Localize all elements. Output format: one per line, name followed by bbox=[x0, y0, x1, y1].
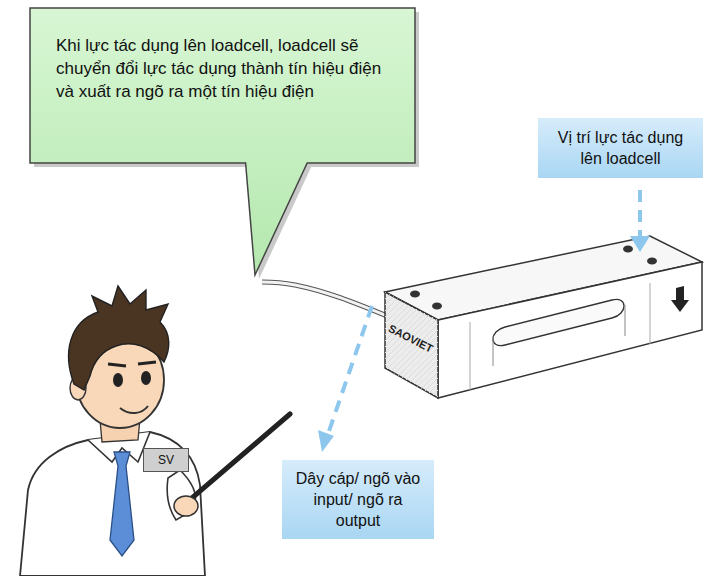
leader-line bbox=[328, 306, 372, 434]
name-badge: SV bbox=[143, 448, 189, 472]
node-text: Khi lực tác dụng lên loadcell, loadcell … bbox=[56, 34, 389, 103]
groove bbox=[650, 283, 651, 344]
leader-line bbox=[638, 190, 642, 236]
loadcell-slot bbox=[493, 299, 624, 345]
slot-edge bbox=[625, 305, 626, 336]
mount-hole bbox=[647, 258, 657, 265]
mount-hole bbox=[432, 303, 442, 310]
hand bbox=[174, 496, 198, 516]
loadcell-end bbox=[385, 292, 438, 398]
node-text: Dây cáp/ ngõ vào input/ ngõ ra output bbox=[290, 468, 426, 531]
mount-hole bbox=[623, 246, 633, 253]
leader-arrowhead bbox=[630, 236, 650, 252]
eye bbox=[141, 371, 151, 385]
loadcell-shade bbox=[385, 292, 438, 398]
eyebrow bbox=[108, 364, 126, 366]
groove bbox=[470, 322, 471, 390]
node-text: Vị trí lực tác dụng lên loadcell bbox=[546, 127, 695, 169]
mouth bbox=[120, 406, 148, 413]
bubble-shape bbox=[30, 8, 415, 275]
callout-box: Dây cáp/ ngõ vào input/ ngõ ra output bbox=[282, 460, 434, 539]
shirt bbox=[20, 432, 205, 576]
eye bbox=[113, 373, 123, 387]
leader-arrowhead bbox=[318, 430, 334, 452]
speech-bubble: Khi lực tác dụng lên loadcell, loadcell … bbox=[30, 8, 415, 163]
direction-mark bbox=[671, 286, 689, 312]
loadcell-front bbox=[438, 262, 702, 398]
hair bbox=[69, 286, 169, 390]
tie bbox=[110, 452, 134, 556]
cable bbox=[262, 282, 392, 318]
cable-outline bbox=[262, 282, 392, 318]
slot-edge bbox=[493, 336, 494, 366]
mount-hole bbox=[410, 291, 420, 298]
node-text: SV bbox=[148, 453, 184, 467]
callout-box: Vị trí lực tác dụng lên loadcell bbox=[538, 118, 703, 178]
pointer-stick bbox=[178, 414, 290, 510]
eyebrow bbox=[138, 362, 156, 364]
